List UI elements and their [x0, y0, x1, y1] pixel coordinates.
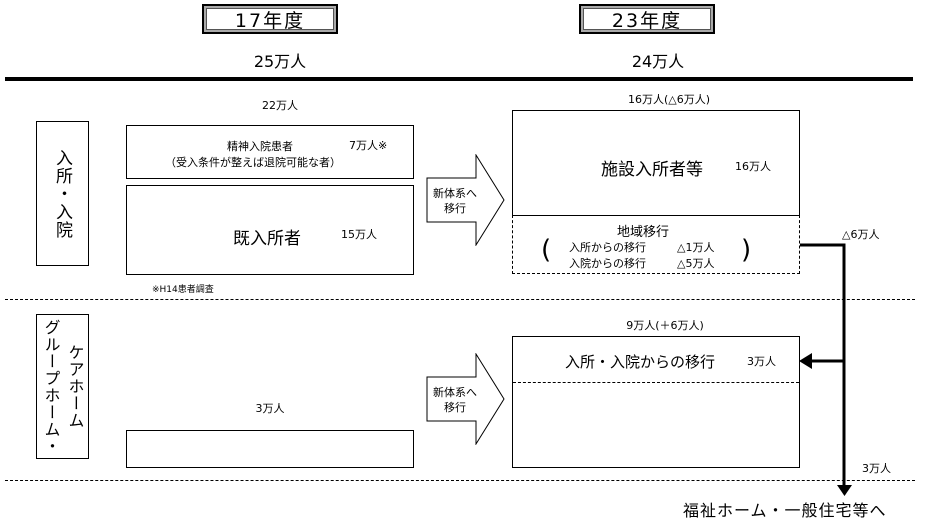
- community-row-label: 入所からの移行: [569, 241, 646, 254]
- year-label-2011: 23年度: [579, 4, 715, 34]
- transfer-divider: [513, 382, 799, 383]
- section-divider-bottom: [5, 480, 915, 481]
- year-left-text: 17年度: [234, 9, 306, 32]
- flow-connector: [800, 243, 846, 488]
- outflow-label: △6万人: [842, 228, 880, 241]
- psych-inpatient-box: 精神入院患者 7万人※ （受入条件が整えば退院可能な者）: [126, 125, 414, 179]
- section-divider: [5, 299, 915, 300]
- community-row-label: 入院からの移行: [569, 257, 646, 270]
- transition-arrow-line2: 移行: [444, 401, 466, 414]
- arrowhead-down-icon: [837, 485, 852, 496]
- year-right-text: 23年度: [611, 9, 683, 32]
- bracket-right-icon: ): [741, 235, 752, 265]
- community-row-value: △5万人: [677, 257, 715, 270]
- bracket-left-icon: (: [541, 235, 552, 265]
- facility-resident-count: 16万人: [735, 160, 771, 173]
- survey-footnote: ※H14患者調査: [152, 285, 214, 295]
- category-institution-label: 入所・入院: [52, 148, 72, 239]
- transition-arrow-line2: 移行: [444, 202, 466, 215]
- destination-label: 福祉ホーム・一般住宅等へ: [683, 501, 887, 520]
- year-label-2005: 17年度: [202, 4, 338, 34]
- transition-arrow-label: 新体系へ 移行: [430, 186, 480, 216]
- transition-arrow-line1: 新体系へ: [433, 187, 477, 200]
- grouphome-target-box: 入所・入院からの移行 3万人: [512, 336, 800, 468]
- existing-resident-box: 既入所者 15万人: [126, 185, 414, 275]
- grouphome-transfer-count: 3万人: [747, 355, 776, 368]
- arrowhead-left-icon: [799, 353, 812, 369]
- facility-resident-box: 施設入所者等 16万人: [512, 110, 800, 216]
- total-left: 25万人: [253, 52, 307, 71]
- total-right: 24万人: [631, 52, 685, 71]
- category-grouphome-label-2: ケアホーム: [65, 344, 85, 429]
- community-row-value: △1万人: [677, 241, 715, 254]
- grouphome-outflow-label: 3万人: [862, 462, 891, 475]
- grouphome-existing-box: [126, 430, 414, 468]
- category-grouphome: グループホーム・ ケアホーム: [36, 314, 89, 459]
- grouphome-left-total: 3万人: [255, 402, 285, 415]
- transition-arrow-line1: 新体系へ: [433, 386, 477, 399]
- community-transition-title: 地域移行: [617, 225, 670, 240]
- existing-resident-count: 15万人: [341, 228, 377, 241]
- transition-arrow-label: 新体系へ 移行: [430, 385, 480, 415]
- psych-inpatient-title: 精神入院患者: [227, 140, 293, 153]
- grouphome-transfer-title: 入所・入院からの移行: [565, 353, 716, 371]
- psych-inpatient-count: 7万人※: [349, 139, 388, 152]
- existing-resident-title: 既入所者: [233, 229, 301, 249]
- psych-inpatient-note: （受入条件が整えば退院可能な者）: [165, 156, 341, 169]
- grouphome-right-total: 9万人(＋6万人): [626, 319, 704, 332]
- transition-arrow-icon: [426, 353, 505, 445]
- institution-right-total: 16万人(△6万人): [627, 93, 711, 106]
- community-transition-box: 地域移行 ( ) 入所からの移行 △1万人 入院からの移行 △5万人: [512, 215, 800, 274]
- header-rule: [5, 77, 913, 81]
- facility-resident-title: 施設入所者等: [601, 160, 703, 180]
- institution-left-total: 22万人: [262, 99, 298, 112]
- transition-arrow-icon: [426, 154, 505, 246]
- category-grouphome-label-1: グループホーム・: [41, 318, 61, 455]
- category-institution: 入所・入院: [36, 121, 89, 266]
